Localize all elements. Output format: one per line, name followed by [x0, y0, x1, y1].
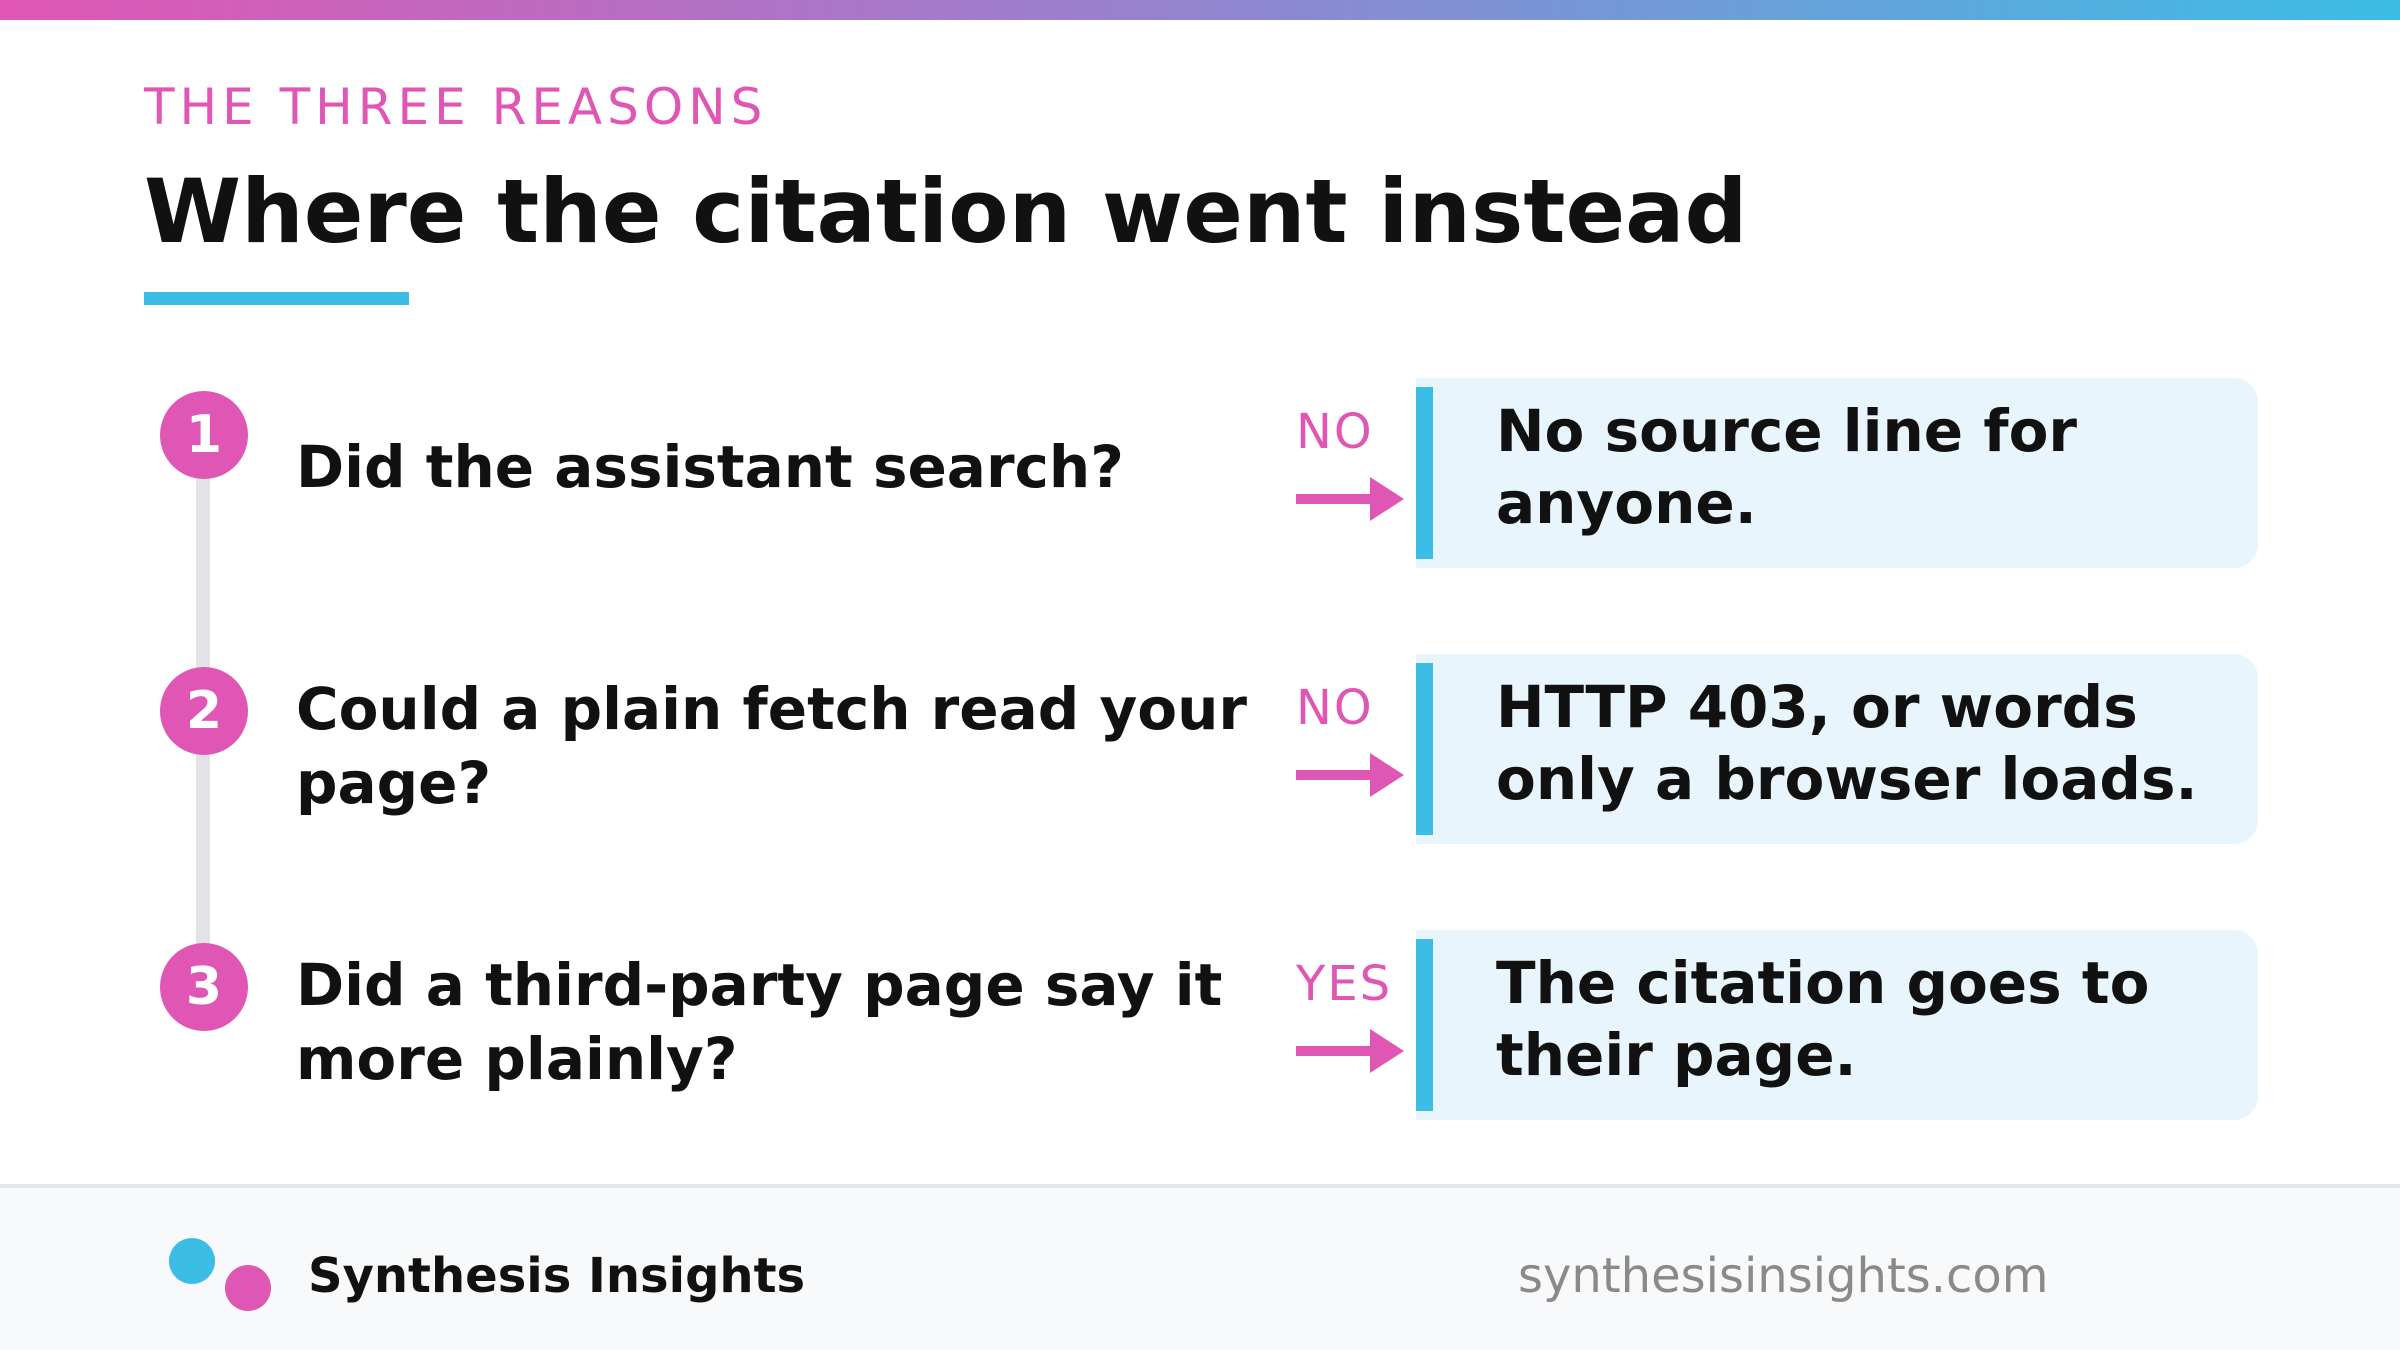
top-gradient-bar: [0, 0, 2400, 20]
result-text: No source line for anyone.: [1496, 397, 2078, 537]
result-card-accent: [1416, 939, 1433, 1111]
step-question: Did the assistant search?: [296, 433, 1124, 501]
result-text: The citation goes to their page.: [1496, 949, 2150, 1089]
step-question: Did a third-party page say it more plain…: [296, 951, 1223, 1093]
step-number-badge: 3: [160, 943, 248, 1031]
step-verdict: YES: [1296, 956, 1393, 1012]
logo-dot-pink-icon: [225, 1265, 271, 1311]
logo-dot-blue-icon: [169, 1238, 215, 1284]
page-title: Where the citation went instead: [144, 160, 1748, 263]
section-eyebrow: THE THREE REASONS: [144, 78, 768, 136]
arrow-right-icon: [1296, 477, 1404, 521]
step-question: Could a plain fetch read your page?: [296, 675, 1248, 817]
brand-url: synthesisinsights.com: [1518, 1248, 2049, 1304]
title-underline: [144, 292, 409, 305]
step-verdict: NO: [1296, 404, 1374, 460]
step-verdict: NO: [1296, 680, 1374, 736]
brand-name: Synthesis Insights: [308, 1248, 806, 1304]
result-card-accent: [1416, 663, 1433, 835]
footer: [0, 1184, 2400, 1350]
result-text: HTTP 403, or words only a browser loads.: [1496, 673, 2198, 813]
result-card: [1416, 930, 2258, 1120]
result-card: [1416, 654, 2258, 844]
result-card: [1416, 378, 2258, 568]
arrow-right-icon: [1296, 1029, 1404, 1073]
step-number-badge: 1: [160, 391, 248, 479]
arrow-right-icon: [1296, 753, 1404, 797]
step-number-badge: 2: [160, 667, 248, 755]
result-card-accent: [1416, 387, 1433, 559]
